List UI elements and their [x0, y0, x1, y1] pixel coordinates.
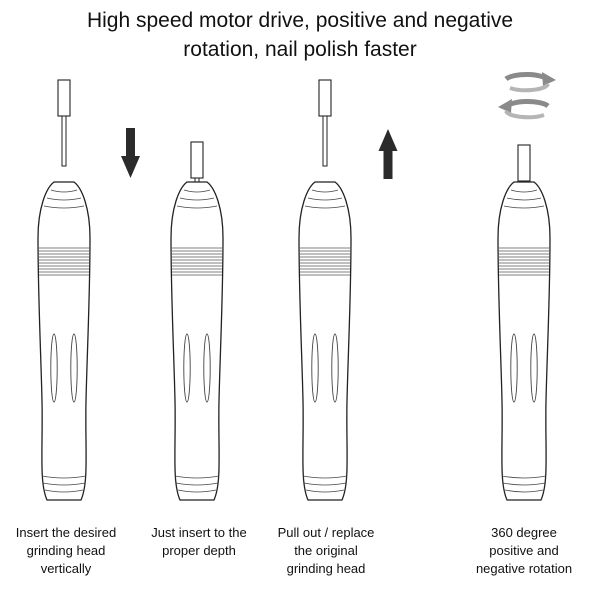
- up-arrow-icon: [378, 129, 398, 179]
- nail-drill-pen: [298, 181, 352, 501]
- step-1-caption: Insert the desired grinding head vertica…: [0, 524, 132, 578]
- grinding-bit: [57, 79, 71, 167]
- nail-drill-pen: [497, 181, 551, 501]
- step-4-caption: 360 degree positive and negative rotatio…: [458, 524, 590, 578]
- grinding-bit: [318, 79, 332, 167]
- caption-line: grinding head: [286, 561, 366, 576]
- caption-line: proper depth: [162, 543, 236, 558]
- caption-line: vertically: [40, 561, 92, 576]
- step-4-illustration: [497, 72, 556, 501]
- grinding-bit: [517, 144, 531, 188]
- caption-line: Insert the desired: [15, 525, 117, 540]
- grinding-bit: [190, 141, 204, 187]
- step-2-illustration: [170, 141, 224, 501]
- step-3-caption: Pull out / replace the original grinding…: [260, 524, 392, 578]
- step-1-illustration: [37, 79, 140, 501]
- nail-drill-pen: [170, 181, 224, 501]
- caption-line: negative rotation: [475, 561, 573, 576]
- caption-line: positive and: [489, 543, 559, 558]
- headline-line-2: rotation, nail polish faster: [183, 38, 417, 61]
- nail-drill-pen: [37, 181, 91, 501]
- caption-line: Just insert to the: [151, 525, 247, 540]
- down-arrow-icon: [121, 128, 140, 178]
- step-2-caption: Just insert to the proper depth: [133, 524, 265, 560]
- step-3-illustration: [298, 79, 398, 501]
- headline: High speed motor drive, positive and neg…: [0, 6, 600, 64]
- headline-line-1: High speed motor drive, positive and neg…: [86, 9, 514, 32]
- caption-line: 360 degree: [491, 525, 557, 540]
- caption-line: Pull out / replace: [277, 525, 375, 540]
- rotation-arrows-icon: [498, 72, 556, 120]
- caption-line: the original: [294, 543, 358, 558]
- caption-line: grinding head: [26, 543, 106, 558]
